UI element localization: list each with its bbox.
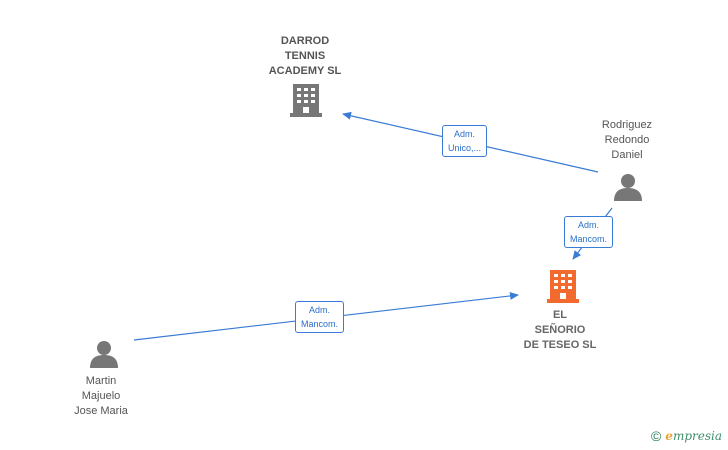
building-icon[interactable] (547, 270, 579, 303)
node-label-martin[interactable]: Martin Majuelo Jose Maria (74, 375, 128, 417)
edge-label-rodriguez-darrod[interactable]: Adm. Unico,... (442, 125, 488, 157)
person-icon[interactable] (614, 174, 642, 201)
edge-label-rodriguez-senorio[interactable]: Adm. Mancom. (564, 216, 614, 248)
person-icon[interactable] (90, 341, 118, 368)
brand-name: mpresia (672, 429, 722, 443)
brand-logo[interactable]: © empresia (651, 428, 722, 444)
node-label-senorio[interactable]: EL SEÑORIO DE TESEO SL (523, 309, 597, 351)
building-icon[interactable] (290, 84, 322, 117)
copyright-icon: © (650, 428, 662, 444)
brand-e-mark: e (665, 429, 673, 443)
node-label-darrod[interactable]: DARROD TENNIS ACADEMY SL (268, 35, 342, 77)
node-label-rodriguez[interactable]: Rodriguez Redondo Daniel (601, 119, 653, 161)
edge-label-martin-senorio[interactable]: Adm. Mancom. (295, 301, 345, 333)
